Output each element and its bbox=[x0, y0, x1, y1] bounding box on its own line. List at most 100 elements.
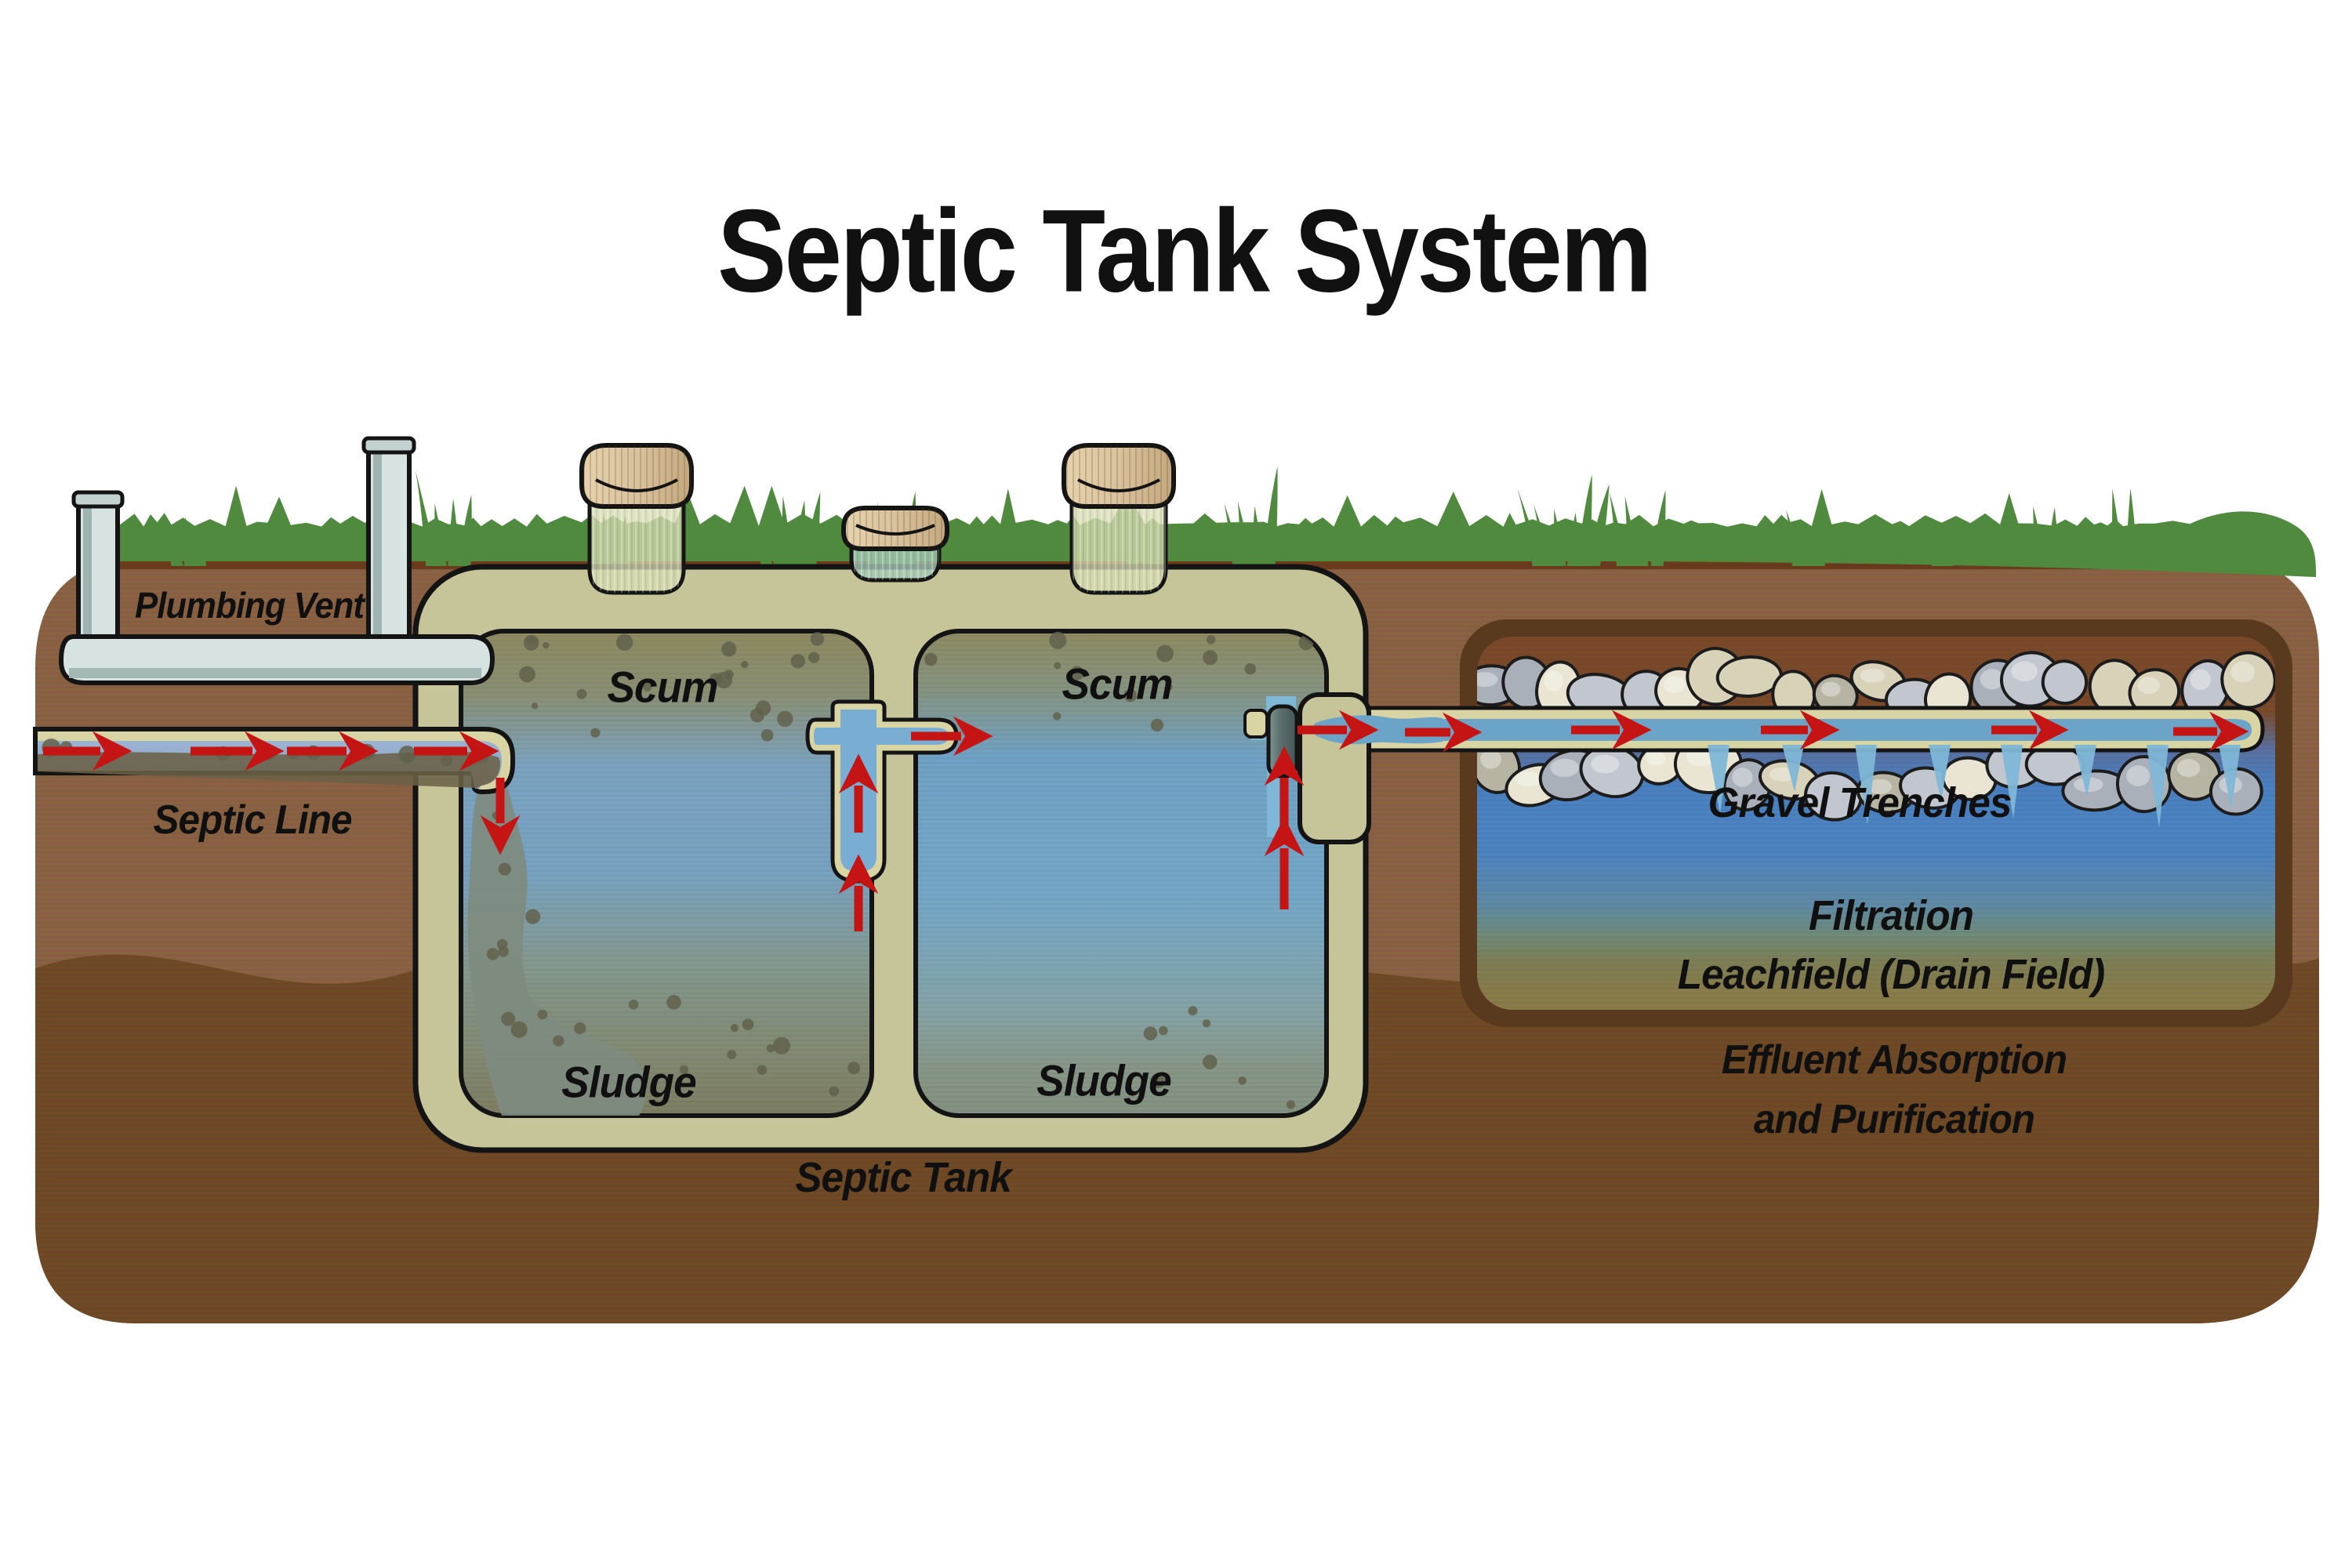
particle bbox=[757, 1065, 768, 1076]
grass-tuft bbox=[194, 528, 207, 566]
particle bbox=[721, 641, 737, 657]
particle bbox=[531, 702, 539, 710]
particle bbox=[1203, 1054, 1218, 1069]
particle bbox=[1203, 650, 1218, 666]
grass-tuft bbox=[1577, 474, 1592, 566]
label-effluent-absorption: Effluent Absorption bbox=[1721, 1037, 2067, 1083]
effluent-filter bbox=[1266, 704, 1299, 779]
grass-tuft bbox=[1587, 484, 1610, 566]
particle bbox=[643, 682, 652, 691]
vent-rim bbox=[361, 436, 416, 455]
particle bbox=[525, 909, 541, 924]
particle bbox=[543, 641, 550, 649]
particle bbox=[773, 1036, 790, 1054]
particle bbox=[486, 948, 499, 960]
particle bbox=[510, 1021, 528, 1038]
particle bbox=[730, 1024, 739, 1033]
plumbing-vent-pipe bbox=[58, 436, 495, 685]
grass-tuft bbox=[804, 492, 821, 566]
grass-tuft bbox=[415, 470, 439, 566]
particle bbox=[1207, 635, 1216, 644]
particle bbox=[537, 1009, 548, 1020]
grass-tuft bbox=[2046, 506, 2060, 566]
particle bbox=[1238, 1076, 1247, 1085]
particle bbox=[1244, 662, 1256, 675]
particle bbox=[1123, 688, 1137, 702]
particle bbox=[498, 862, 511, 876]
particle bbox=[1052, 712, 1062, 720]
grass-tuft bbox=[1566, 512, 1580, 566]
label-gravel-trenches: Gravel Trenches bbox=[1708, 779, 2013, 826]
rock bbox=[2220, 651, 2275, 710]
particle bbox=[440, 754, 453, 767]
leach-pipe-water bbox=[1369, 719, 2252, 741]
particle bbox=[679, 1065, 689, 1074]
particles-chamber-2 bbox=[924, 631, 1314, 1109]
particle bbox=[760, 729, 774, 742]
grass-tuft bbox=[2111, 488, 2125, 566]
grass-tuft bbox=[458, 494, 472, 566]
grass-tuft bbox=[765, 510, 786, 566]
particle bbox=[576, 688, 587, 699]
particle bbox=[529, 636, 538, 644]
particle bbox=[590, 728, 601, 738]
particle bbox=[616, 633, 633, 651]
grass-tuft bbox=[1553, 509, 1566, 566]
particle bbox=[1069, 666, 1084, 681]
grass bbox=[84, 466, 2317, 577]
particle bbox=[501, 1011, 516, 1026]
particle bbox=[1150, 1073, 1166, 1089]
particle bbox=[810, 632, 825, 646]
particle bbox=[1202, 1019, 1211, 1028]
particle bbox=[741, 660, 749, 669]
label-septic-tank: Septic Tank bbox=[795, 1154, 1012, 1201]
particle bbox=[496, 938, 508, 950]
baffle-tee-water bbox=[814, 710, 949, 872]
grass-tuft bbox=[1262, 466, 1278, 566]
particle bbox=[1054, 662, 1062, 670]
effluent-drips bbox=[1708, 745, 2241, 828]
grass-tuft bbox=[1940, 529, 1954, 566]
gravel-rocks bbox=[1477, 647, 2275, 822]
effluent-drip bbox=[1929, 745, 1951, 801]
grass-tuft bbox=[448, 498, 461, 566]
grass-tuft bbox=[434, 503, 447, 566]
grass-tuft bbox=[1251, 506, 1265, 566]
grass-tuft bbox=[2019, 528, 2038, 566]
label-scum-chamber2: Scum bbox=[1062, 659, 1173, 709]
grass-tuft bbox=[1517, 488, 1545, 566]
particles-chamber-1 bbox=[471, 632, 861, 1097]
grass-tuft bbox=[1931, 517, 1944, 566]
effluent-drip bbox=[2147, 745, 2169, 828]
particle bbox=[1286, 1100, 1296, 1109]
effluent-drip bbox=[2219, 745, 2241, 809]
particle bbox=[1159, 1025, 1168, 1036]
particle bbox=[1165, 683, 1173, 691]
grass-tuft bbox=[746, 518, 774, 566]
particle bbox=[519, 666, 535, 683]
grass-tuft bbox=[1812, 512, 1825, 566]
grass-tuft bbox=[165, 524, 184, 566]
particle bbox=[1156, 644, 1174, 662]
particle bbox=[848, 1062, 861, 1075]
access-risers bbox=[579, 443, 1176, 595]
particle bbox=[790, 654, 805, 669]
grass-tuft bbox=[1802, 531, 1816, 566]
effluent-drip bbox=[2074, 745, 2096, 797]
particle bbox=[1049, 631, 1067, 649]
particle bbox=[777, 710, 793, 728]
particle bbox=[727, 1050, 737, 1060]
particle bbox=[766, 1044, 775, 1053]
septic-tank bbox=[412, 564, 1443, 1153]
particle bbox=[742, 1018, 754, 1031]
grass-tuft bbox=[1534, 505, 1556, 566]
label-septic-line: Septic Line bbox=[153, 797, 352, 843]
rock bbox=[2041, 659, 2089, 706]
particle bbox=[401, 752, 413, 764]
label-sludge-chamber1: Sludge bbox=[561, 1057, 697, 1107]
grass-tuft bbox=[1650, 490, 1666, 566]
particle bbox=[475, 750, 489, 764]
particle bbox=[260, 745, 276, 761]
label-filtration: Filtration bbox=[1809, 892, 1974, 939]
